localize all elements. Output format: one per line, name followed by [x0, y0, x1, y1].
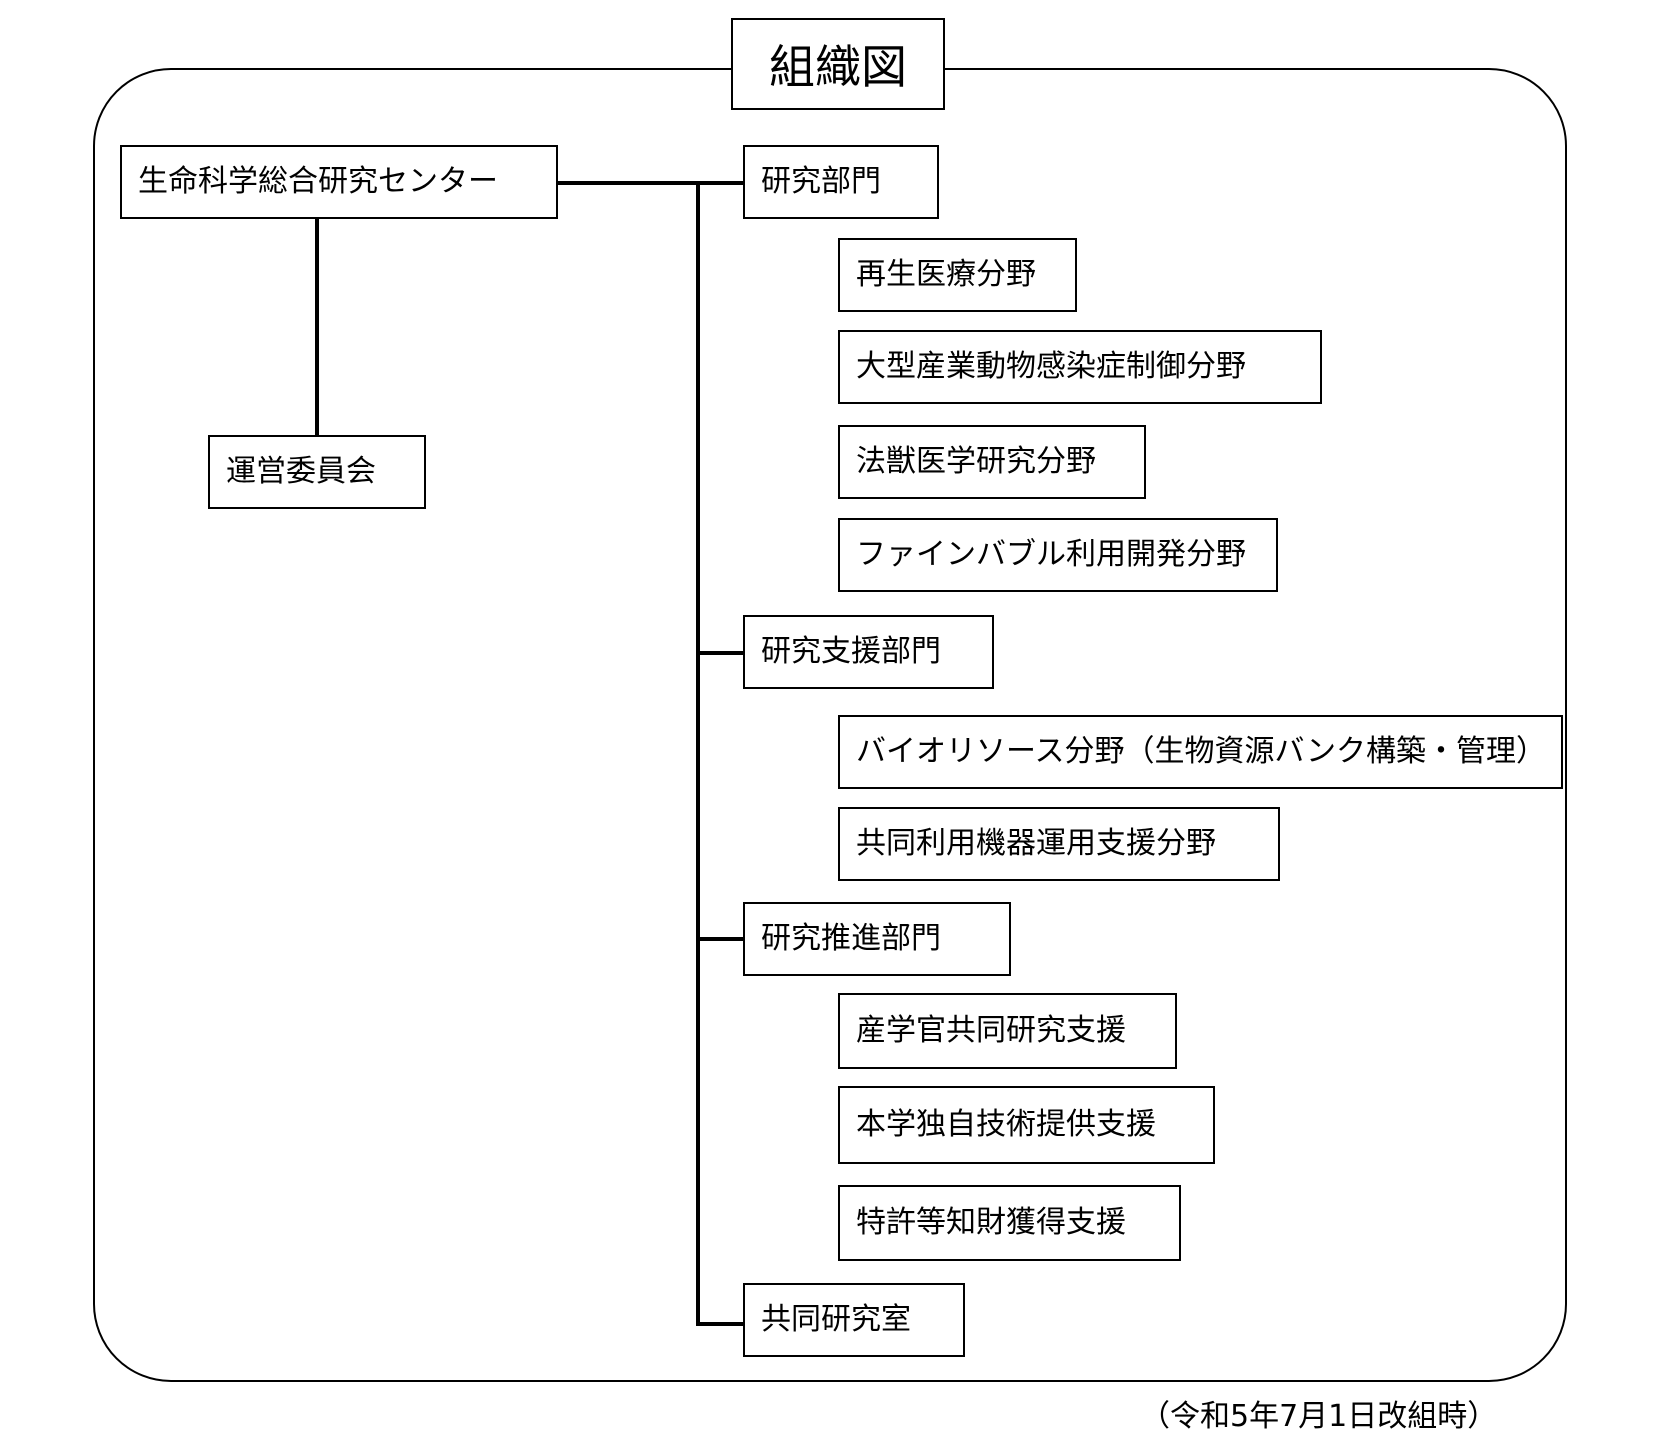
division-joint-lab-box: 共同研究室: [743, 1283, 965, 1357]
field-box: 大型産業動物感染症制御分野: [838, 330, 1322, 404]
connector-trunk-to-promotion: [696, 937, 744, 941]
field-box: 共同利用機器運用支援分野: [838, 807, 1280, 881]
field-box: 産学官共同研究支援: [838, 993, 1177, 1069]
connector-trunk-to-research: [696, 181, 744, 185]
connector-trunk: [696, 181, 700, 1326]
field-box: ファインバブル利用開発分野: [838, 518, 1278, 592]
field-box: 特許等知財獲得支援: [838, 1185, 1181, 1261]
field-box: 本学独自技術提供支援: [838, 1086, 1215, 1164]
center-box: 生命科学総合研究センター: [120, 145, 558, 219]
division-promotion-box: 研究推進部門: [743, 902, 1011, 976]
connector-center-to-trunk: [556, 181, 700, 185]
division-support-box: 研究支援部門: [743, 615, 994, 689]
field-box: 法獣医学研究分野: [838, 425, 1146, 499]
connector-center-to-committee: [315, 218, 319, 436]
division-research-box: 研究部門: [743, 145, 939, 219]
connector-trunk-to-joint-lab: [696, 1322, 744, 1326]
field-box: 再生医療分野: [838, 238, 1077, 312]
diagram-title: 組織図: [731, 18, 945, 110]
field-box: バイオリソース分野（生物資源バンク構築・管理）: [838, 715, 1563, 789]
steering-committee-box: 運営委員会: [208, 435, 426, 509]
revision-note: （令和5年7月1日改組時）: [1140, 1399, 1498, 1434]
connector-trunk-to-support: [696, 651, 744, 655]
